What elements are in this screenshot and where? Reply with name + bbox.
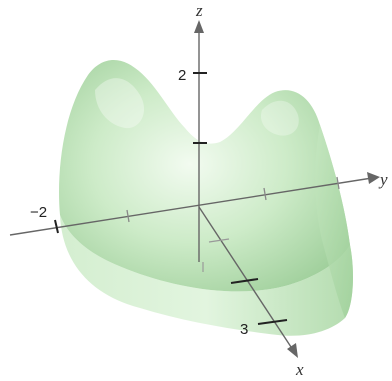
surface-highlight — [95, 78, 145, 129]
y-tick-label-neg2: −2 — [30, 204, 47, 221]
x-arrowhead — [287, 343, 298, 358]
surface-right-shade — [315, 125, 353, 318]
x-axis-label: x — [295, 360, 304, 379]
x-tick-1 — [208, 238, 230, 243]
surface-highlight-right — [260, 100, 299, 136]
z-tick-label-2: 2 — [178, 67, 186, 84]
x-tick-3 — [257, 319, 288, 325]
x-axis — [198, 206, 294, 351]
y-tick-2 — [336, 176, 340, 190]
x-tick-2 — [230, 278, 259, 284]
y-tick-1 — [263, 187, 267, 201]
axes — [9, 20, 380, 358]
y-arrowhead — [367, 172, 380, 184]
y-axis-label: y — [378, 170, 388, 189]
z-axis-label: z — [195, 1, 203, 20]
surface — [59, 59, 353, 336]
y-tick-neg2 — [54, 219, 59, 234]
surface-top — [59, 59, 350, 292]
y-tick-neg1 — [126, 209, 130, 223]
z-arrowhead — [194, 20, 204, 33]
x-tick-label-3: 3 — [240, 321, 248, 338]
ticks — [54, 72, 340, 325]
surface-front-face — [60, 215, 353, 336]
y-axis — [9, 177, 373, 236]
